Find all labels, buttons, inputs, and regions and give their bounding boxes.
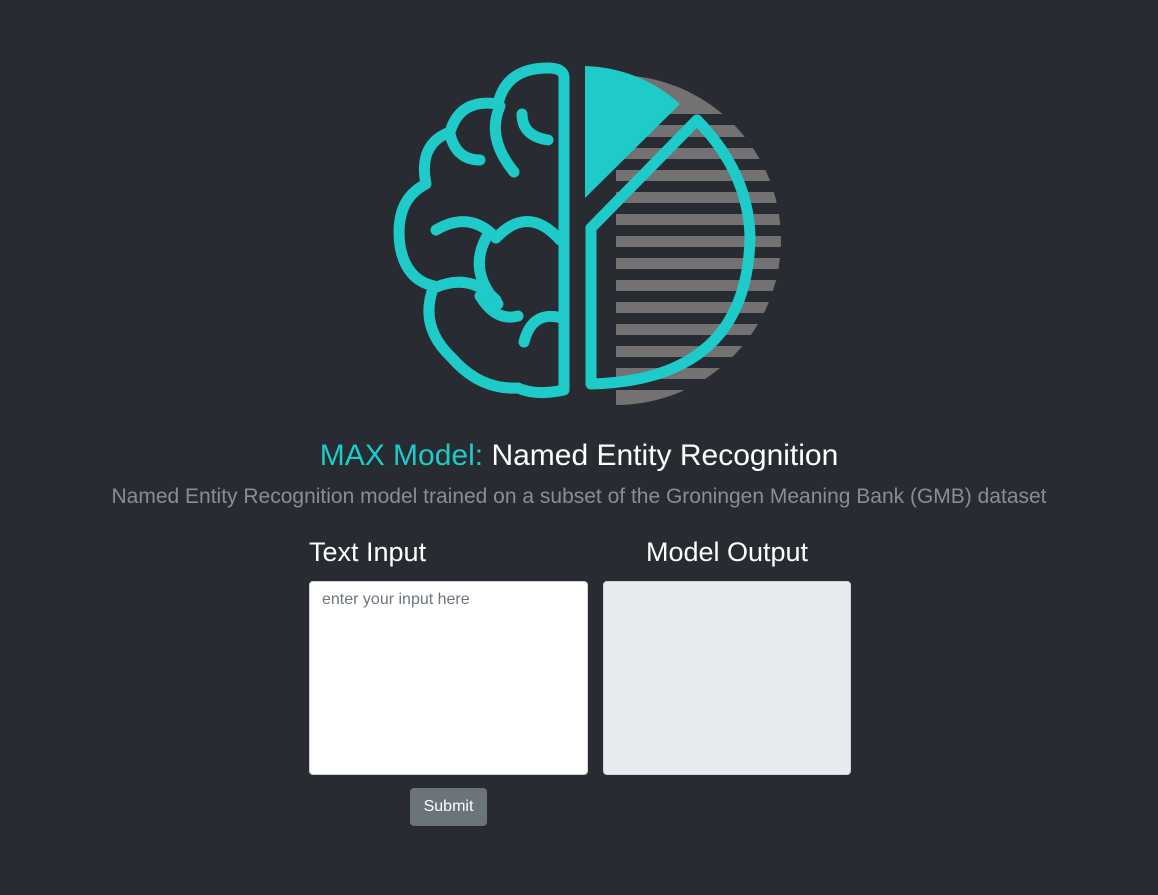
model-output-box	[603, 581, 851, 775]
model-output-label: Model Output	[645, 537, 809, 567]
brain-pie-chart-logo-icon	[393, 62, 788, 405]
page-subtitle: Named Entity Recognition model trained o…	[111, 485, 1047, 508]
submit-button[interactable]: Submit	[410, 788, 487, 826]
text-input-field[interactable]	[309, 581, 588, 775]
page-title: MAX Model: Named Entity Recognition	[0, 436, 1158, 476]
title-prefix: MAX Model:	[319, 439, 492, 472]
text-input-label: Text Input	[309, 537, 427, 567]
title-model-name: Named Entity Recognition	[491, 439, 839, 472]
